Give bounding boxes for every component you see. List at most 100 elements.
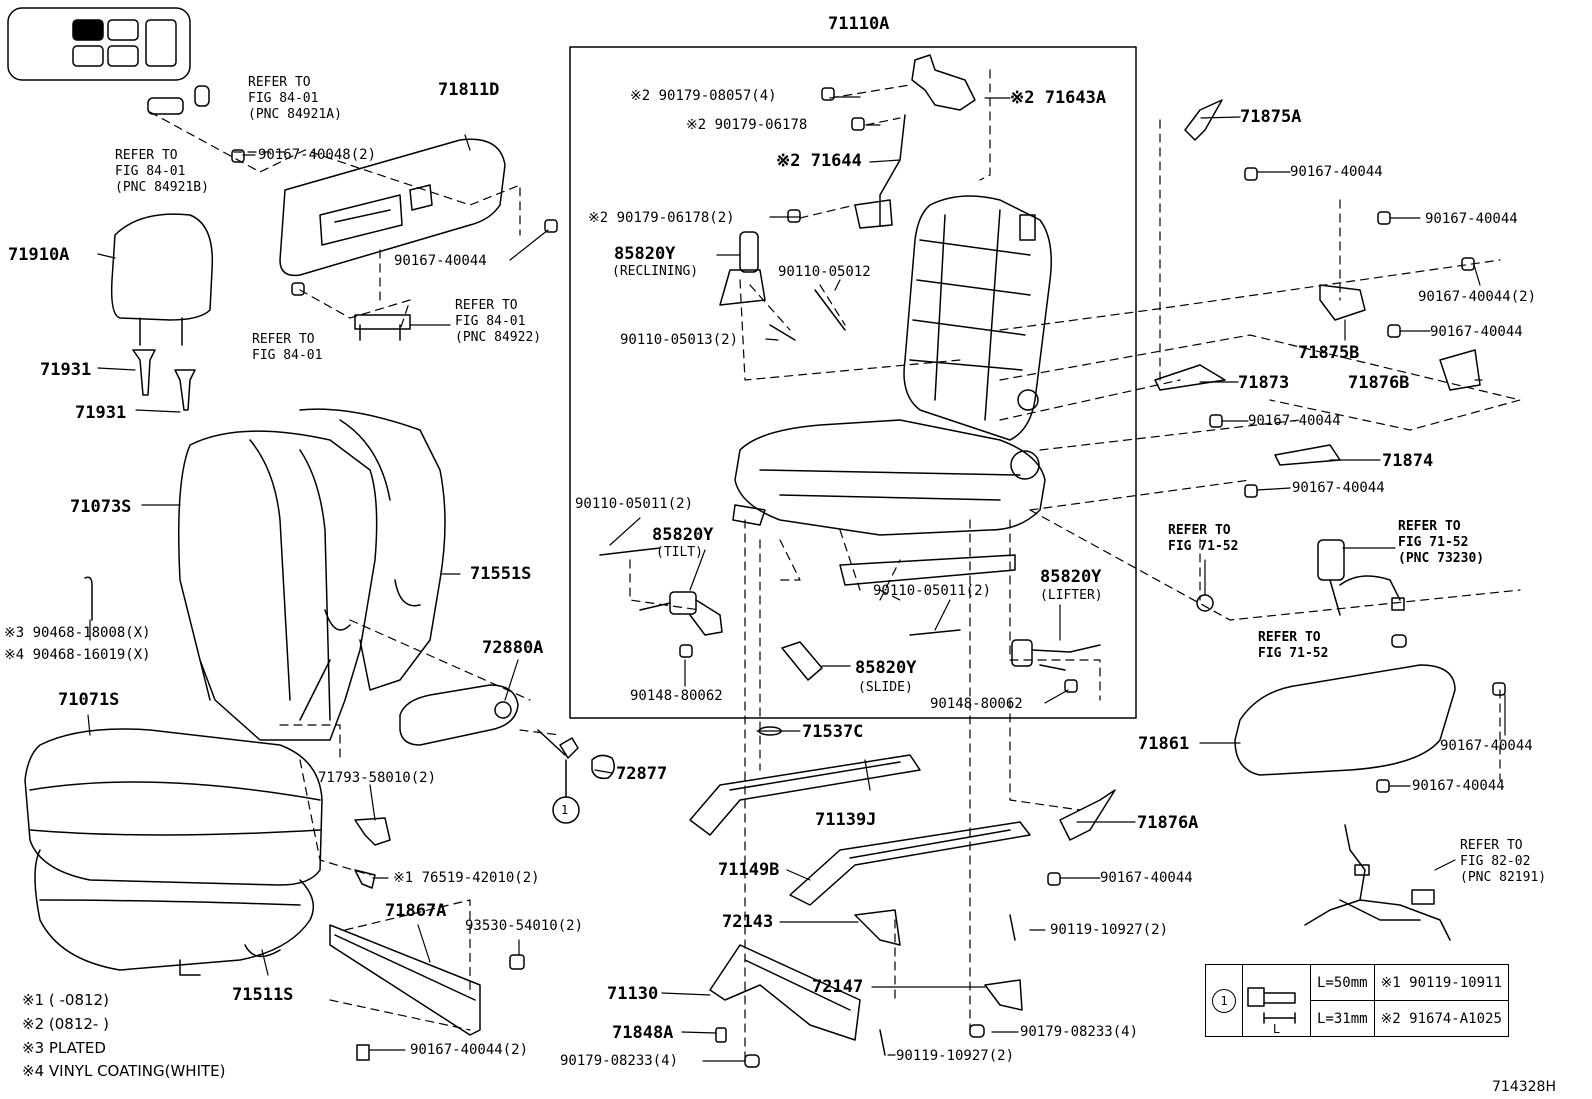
label-slide: (SLIDE): [858, 680, 913, 695]
cap-72877: [591, 754, 615, 780]
part-90167-40044-r2[interactable]: 90167-40044: [1425, 211, 1518, 227]
motor-lifter: [1011, 639, 1101, 671]
refer-82-02[interactable]: REFER TO FIG 82-02 (PNC 82191): [1460, 838, 1546, 886]
part-90110-05011-b[interactable]: 90110-05011(2): [873, 583, 992, 599]
part-90167-40044-r7[interactable]: 90167-40044: [1292, 480, 1385, 496]
bolt-90110-05011-b: [909, 629, 961, 636]
part-90110-05011-a[interactable]: 90110-05011(2): [575, 496, 694, 512]
nut-90179-06178: [851, 117, 865, 131]
refer-71-52-b[interactable]: REFER TO FIG 71-52 (PNC 73230): [1398, 519, 1484, 567]
part-90167-40044-r1[interactable]: 90167-40044: [1290, 164, 1383, 180]
footnote-1: ※1 ( -0812): [22, 991, 109, 1009]
part-85820Y-reclining[interactable]: 85820Y: [614, 244, 676, 264]
part-72147[interactable]: 72147: [812, 977, 864, 997]
refer-84-01-a[interactable]: REFER TO FIG 84-01 (PNC 84921A): [248, 75, 342, 123]
part-90179-06178-2[interactable]: ※2 90179-06178(2): [588, 210, 735, 226]
part-76519-42010[interactable]: ※1 76519-42010(2): [393, 870, 540, 886]
part-71110A[interactable]: 71110A: [828, 14, 890, 34]
bracket-71873: [1154, 364, 1226, 391]
seat-pad-71511S: [34, 849, 315, 976]
part-71931-b[interactable]: 71931: [75, 403, 127, 423]
refer-line: FIG 71-52: [1398, 535, 1469, 550]
label-tilt: (TILT): [656, 545, 703, 560]
part-72880A[interactable]: 72880A: [482, 638, 544, 658]
part-71793-58010[interactable]: 71793-58010(2): [318, 770, 437, 786]
part-71139J[interactable]: 71139J: [815, 810, 877, 830]
bolt-90119-10927-a: [879, 1029, 886, 1056]
part-90148-80062-a[interactable]: 90148-80062: [630, 688, 723, 704]
part-85820Y-tilt[interactable]: 85820Y: [652, 525, 714, 545]
refer-line: FIG 71-52: [1258, 646, 1329, 661]
part-71873[interactable]: 71873: [1238, 373, 1290, 393]
legend-dim-label: L: [1272, 1022, 1281, 1036]
footnote-2: ※2 (0812- ): [22, 1015, 109, 1033]
part-72143[interactable]: 72143: [722, 912, 774, 932]
part-71644[interactable]: ※2 71644: [776, 151, 862, 171]
part-90167-40044-r4[interactable]: 90167-40044: [1430, 324, 1523, 340]
part-71910A[interactable]: 71910A: [8, 245, 70, 265]
part-93530-54010[interactable]: 93530-54010(2): [465, 918, 584, 934]
armrest-71811D: [279, 138, 506, 277]
part-90167-40048[interactable]: 90167-40048(2): [258, 147, 377, 163]
part-71643A[interactable]: ※2 71643A: [1010, 88, 1107, 108]
seatback-cover-71073S: [178, 430, 378, 741]
pin-76519: [354, 869, 376, 889]
part-71073S[interactable]: 71073S: [70, 497, 132, 517]
part-90468-18008[interactable]: ※3 90468-18008(X): [4, 625, 151, 641]
part-71876B[interactable]: 71876B: [1348, 373, 1410, 393]
part-72877[interactable]: 72877: [616, 764, 668, 784]
part-71149B[interactable]: 71149B: [718, 860, 780, 880]
part-90167-40044-r6[interactable]: 90167-40044: [1100, 870, 1193, 886]
part-90167-40044-r5[interactable]: 90167-40044: [1248, 413, 1341, 429]
part-71848A[interactable]: 71848A: [612, 1023, 674, 1043]
bracket-71643A: [911, 54, 976, 111]
part-90179-08057[interactable]: ※2 90179-08057(4): [630, 88, 777, 104]
legend-row2-part[interactable]: ※2 91674-A1025: [1373, 1000, 1509, 1037]
nut-refer-71-52: [1391, 634, 1407, 648]
part-90167-40044-2-bottom[interactable]: 90167-40044(2): [410, 1042, 529, 1058]
part-71875A[interactable]: 71875A: [1240, 107, 1302, 127]
seatback-cover-71551S: [299, 408, 446, 691]
part-71511S[interactable]: 71511S: [232, 985, 294, 1005]
refer-line: REFER TO: [1460, 838, 1523, 853]
part-71876A[interactable]: 71876A: [1137, 813, 1199, 833]
part-90179-08233-b[interactable]: 90179-08233(4): [1020, 1024, 1139, 1040]
part-85820Y-slide[interactable]: 85820Y: [855, 658, 917, 678]
refer-71-52-a[interactable]: REFER TO FIG 71-52: [1168, 523, 1238, 555]
part-90167-40044-armrest[interactable]: 90167-40044: [394, 253, 487, 269]
part-90148-80062-b[interactable]: 90148-80062: [930, 696, 1023, 712]
leader-lines: [87, 96, 1506, 1062]
refer-84-01-d[interactable]: REFER TO FIG 84-01: [252, 332, 322, 364]
part-71931-a[interactable]: 71931: [40, 360, 92, 380]
part-90110-05013[interactable]: 90110-05013(2): [620, 332, 739, 348]
part-71874[interactable]: 71874: [1382, 451, 1434, 471]
part-90167-40044-r3[interactable]: 90167-40044(2): [1418, 289, 1537, 305]
part-71537C[interactable]: 71537C: [802, 722, 864, 742]
refer-84-01-b[interactable]: REFER TO FIG 84-01 (PNC 84921B): [115, 148, 209, 196]
part-71811D[interactable]: 71811D: [438, 80, 500, 100]
nut-90179-06178-2: [787, 209, 801, 223]
part-71130[interactable]: 71130: [607, 984, 659, 1004]
legend-row1-part[interactable]: ※1 90119-10911: [1373, 964, 1509, 1001]
part-90468-16019[interactable]: ※4 90468-16019(X): [4, 647, 151, 663]
part-71875B[interactable]: 71875B: [1298, 343, 1360, 363]
refer-line: FIG 84-01: [455, 314, 526, 329]
part-90167-40044-r8[interactable]: 90167-40044: [1440, 738, 1533, 754]
trim-71867A: [329, 924, 481, 1036]
part-71861[interactable]: 71861: [1138, 734, 1190, 754]
part-90119-10927-a[interactable]: 90119-10927(2): [896, 1048, 1015, 1064]
refer-71-52-c[interactable]: REFER TO FIG 71-52: [1258, 630, 1328, 662]
part-71071S[interactable]: 71071S: [58, 690, 120, 710]
refer-line: REFER TO: [252, 332, 315, 347]
part-90179-06178[interactable]: ※2 90179-06178: [686, 117, 808, 133]
part-71867A[interactable]: 71867A: [385, 901, 447, 921]
refer-84-01-c[interactable]: REFER TO FIG 84-01 (PNC 84922): [455, 298, 541, 346]
part-90119-10927-b[interactable]: 90119-10927(2): [1050, 922, 1169, 938]
refer-line: FIG 84-01: [252, 348, 323, 363]
part-71551S[interactable]: 71551S: [470, 564, 532, 584]
part-90167-40044-r9[interactable]: 90167-40044: [1412, 778, 1505, 794]
bolt-90110-05011-a: [599, 547, 661, 556]
part-85820Y-lifter[interactable]: 85820Y: [1040, 567, 1102, 587]
part-90179-08233-a[interactable]: 90179-08233(4): [560, 1053, 679, 1069]
part-90110-05012[interactable]: 90110-05012: [778, 264, 871, 280]
